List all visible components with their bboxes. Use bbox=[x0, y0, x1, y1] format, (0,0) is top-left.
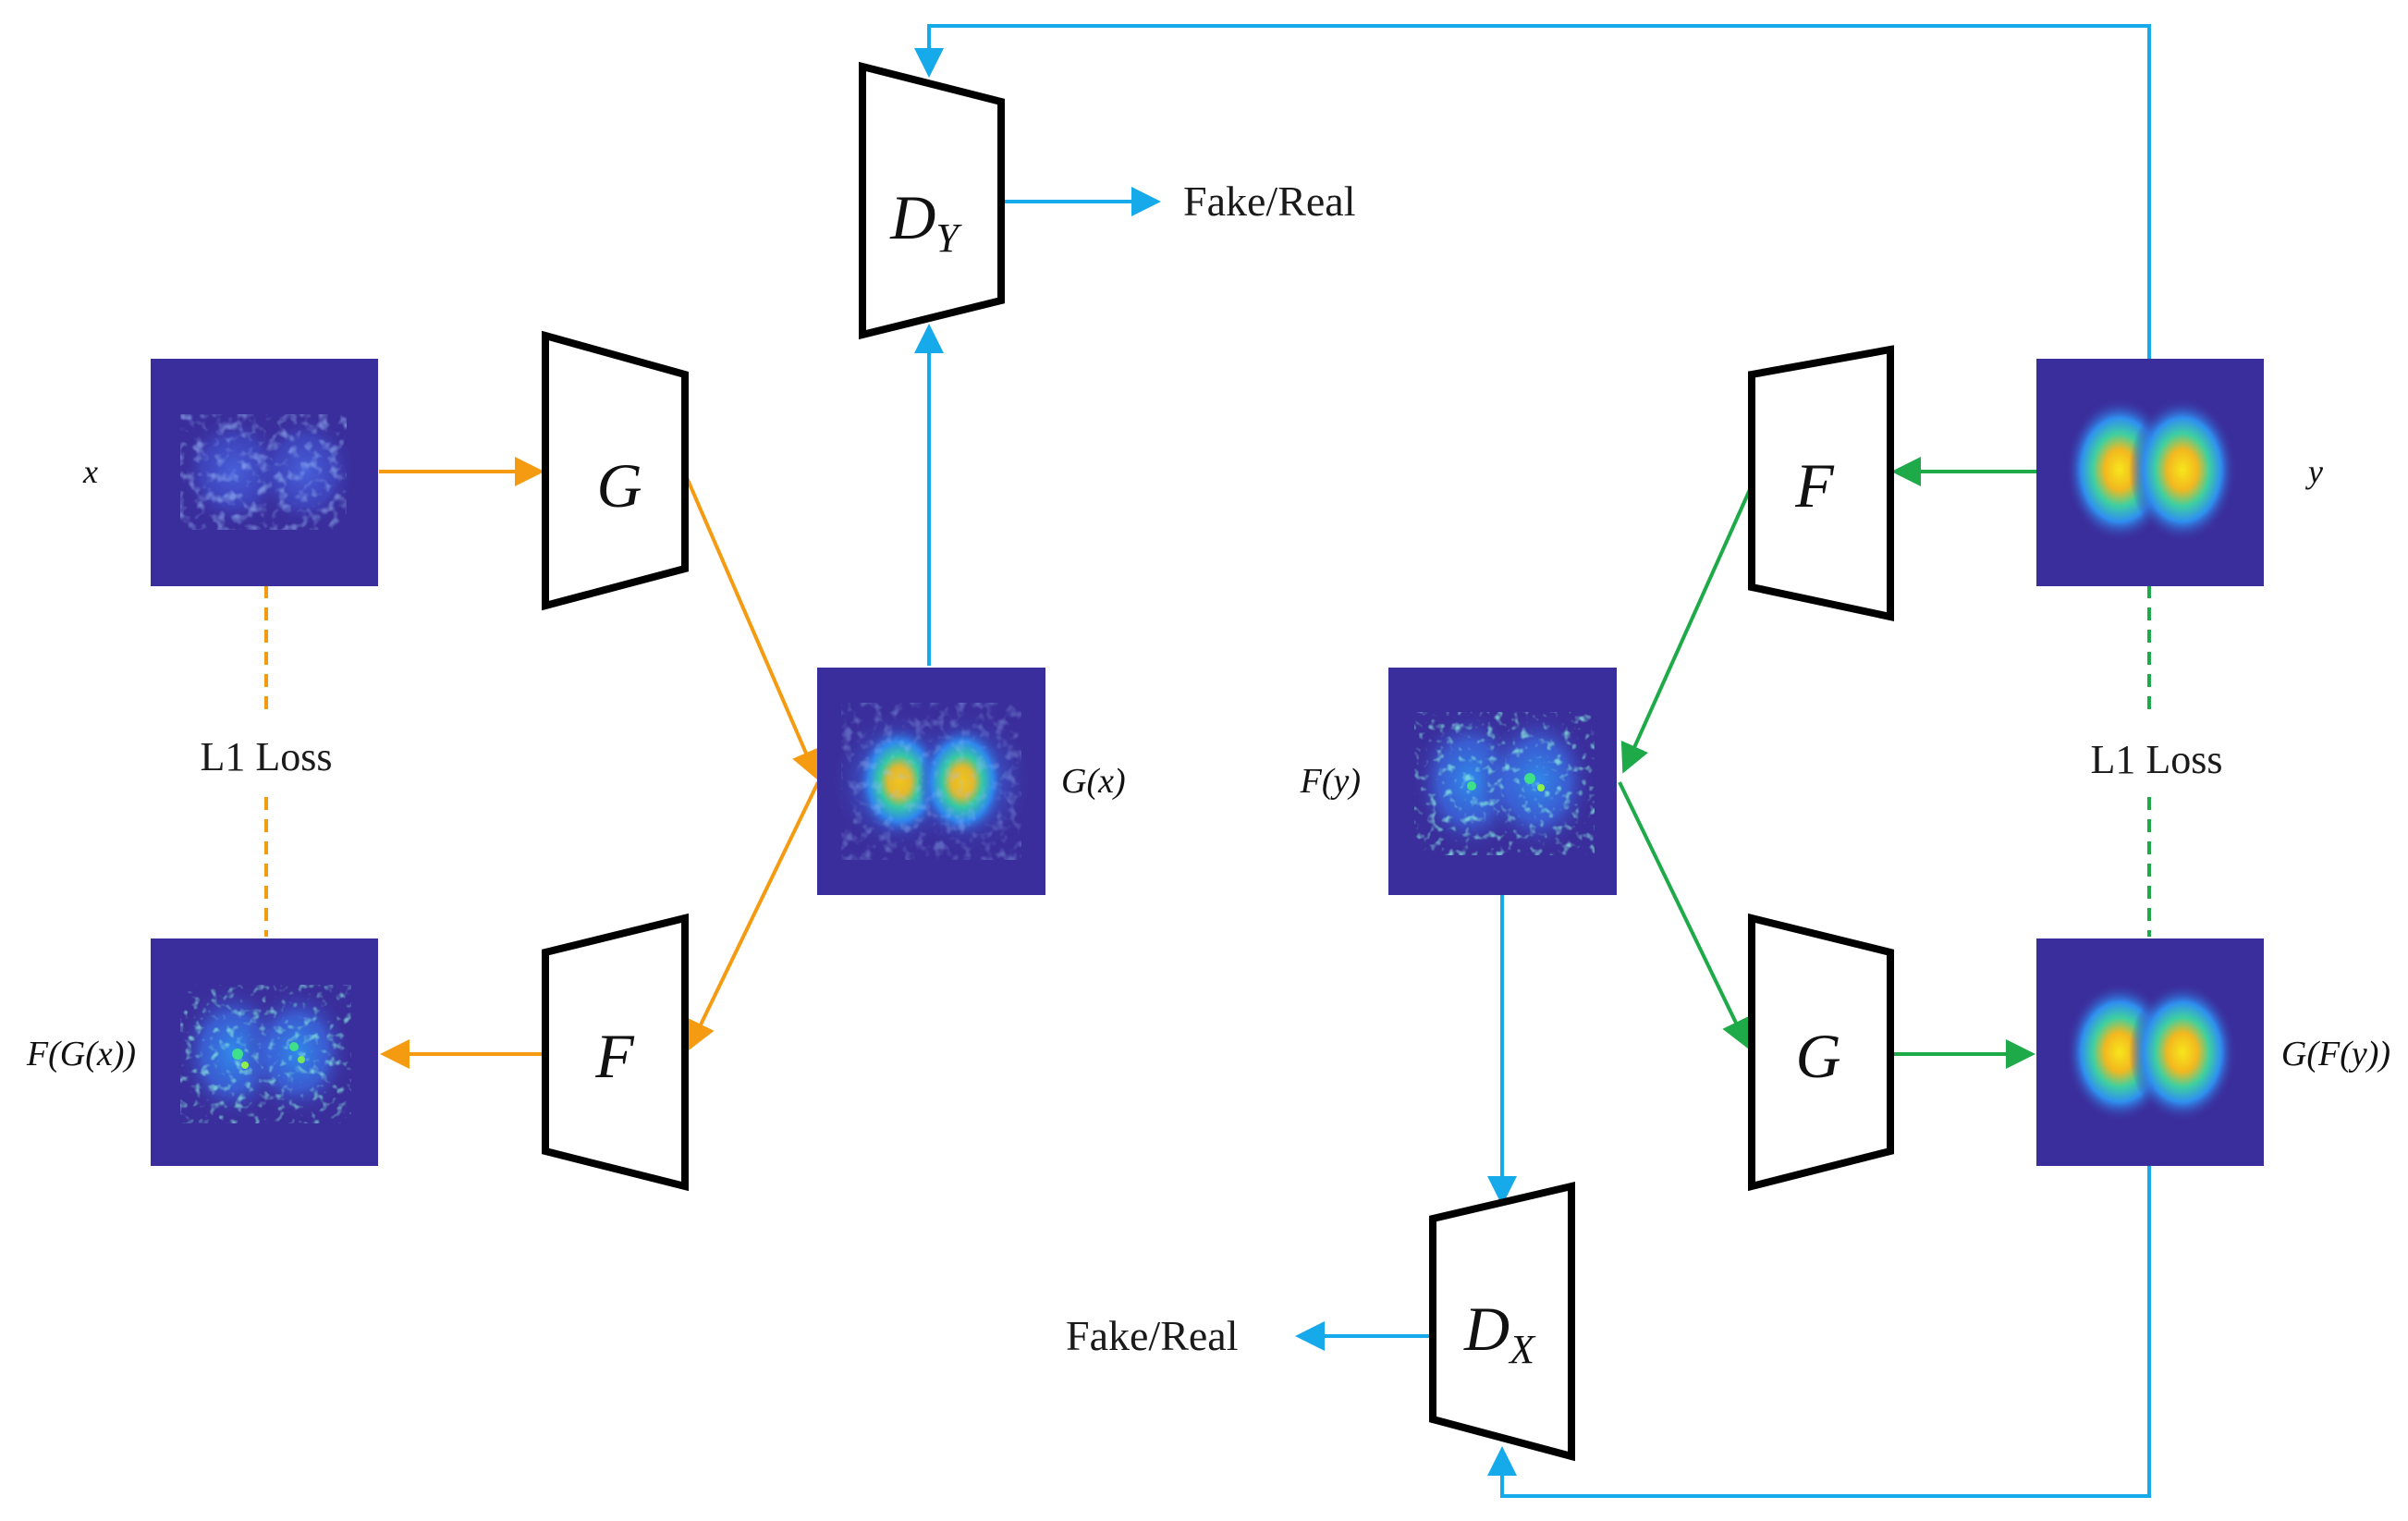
panel-gx bbox=[817, 668, 1045, 895]
discriminator-dy-label: D bbox=[889, 182, 935, 252]
arrow-f-to-fy bbox=[1620, 485, 1754, 774]
network-g-right-label: G bbox=[1795, 1021, 1840, 1091]
arrow-y-to-dy bbox=[914, 24, 2151, 359]
panel-gfy bbox=[2036, 938, 2264, 1166]
output-label-dy: Fake/Real bbox=[1183, 178, 1356, 225]
label-y: y bbox=[2305, 453, 2323, 490]
label-gx: G(x) bbox=[1061, 762, 1126, 801]
arrow-fy-to-g bbox=[1618, 781, 1750, 1049]
network-f-right: F bbox=[1748, 345, 1894, 621]
label-fy: F(y) bbox=[1300, 762, 1361, 801]
discriminator-dy: DY bbox=[859, 61, 1005, 340]
network-f-left: F bbox=[542, 913, 689, 1192]
network-f-left-label: F bbox=[594, 1021, 635, 1091]
discriminator-dy-subscript: Y bbox=[935, 215, 962, 261]
output-label-dx: Fake/Real bbox=[1066, 1312, 1239, 1359]
label-fgx: F(G(x)) bbox=[26, 1035, 136, 1073]
arrow-gfy-to-dx bbox=[1487, 1165, 2151, 1498]
panel-fgx bbox=[151, 938, 378, 1166]
label-gfy: G(F(y)) bbox=[2281, 1035, 2390, 1073]
panel-y bbox=[2036, 359, 2264, 586]
connector-lines bbox=[264, 24, 2151, 1498]
loss-label-right: L1 Loss bbox=[2091, 737, 2223, 782]
network-f-right-label: F bbox=[1794, 450, 1835, 521]
network-g-right: G bbox=[1748, 913, 1894, 1192]
label-x: x bbox=[82, 453, 98, 490]
arrow-g-to-gx bbox=[683, 472, 820, 780]
discriminator-dx: DX bbox=[1429, 1181, 1575, 1462]
panel-fy bbox=[1388, 668, 1617, 895]
arrow-gx-to-f bbox=[687, 781, 820, 1051]
discriminator-dx-subscript: X bbox=[1508, 1327, 1536, 1372]
loss-label-left: L1 Loss bbox=[201, 734, 333, 779]
network-g-left-label: G bbox=[596, 450, 642, 521]
discriminator-dx-label: D bbox=[1463, 1294, 1510, 1364]
panel-x bbox=[151, 359, 378, 586]
svg-text:DY: DY bbox=[889, 182, 962, 261]
svg-text:DX: DX bbox=[1463, 1294, 1536, 1372]
network-g-left: G bbox=[542, 330, 689, 611]
